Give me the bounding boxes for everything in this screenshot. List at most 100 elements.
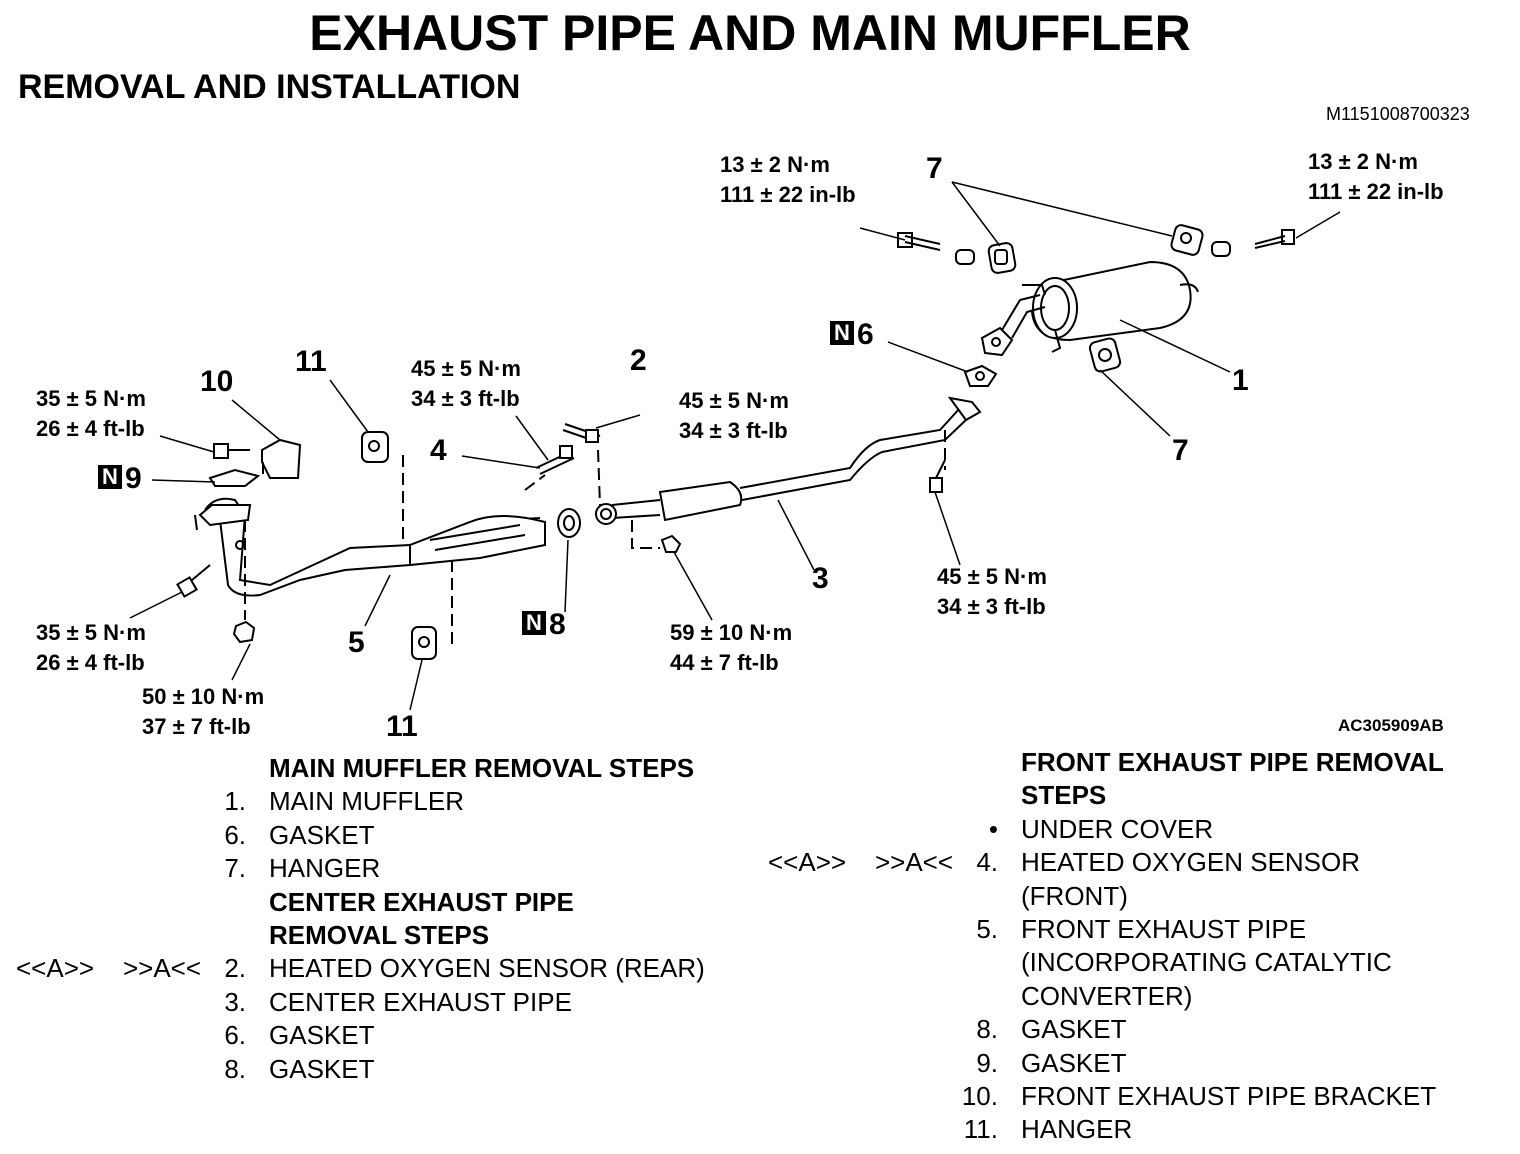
step-marker: <<A>> >>A<< bbox=[768, 847, 954, 878]
step-number: 10. bbox=[961, 1080, 998, 1111]
step-number: • bbox=[988, 813, 998, 844]
step-text: UNDER COVER bbox=[1021, 813, 1214, 844]
step-number: 3. bbox=[224, 986, 246, 1017]
step-number: 1. bbox=[224, 786, 246, 817]
callout-4: 4 bbox=[430, 434, 447, 467]
callout-5: 5 bbox=[348, 626, 365, 659]
step-text: GASKET bbox=[269, 819, 375, 850]
callout-7-top: 7 bbox=[926, 152, 943, 185]
callout-7-bottom: 7 bbox=[1172, 434, 1189, 467]
step-text: GASKET bbox=[269, 1020, 375, 1051]
callout-1: 1 bbox=[1232, 364, 1249, 397]
section-heading: FRONT EXHAUST PIPE REMOVAL bbox=[1021, 747, 1444, 777]
document-code: M1151008700323 bbox=[1326, 104, 1470, 124]
step-text: HANGER bbox=[1021, 1114, 1133, 1145]
step-text: (INCORPORATING CATALYTIC bbox=[1021, 947, 1392, 978]
list-item: 1. MAIN MUFFLER bbox=[0, 785, 760, 818]
callout-11-top: 11 bbox=[295, 345, 327, 378]
step-number: 8. bbox=[976, 1014, 998, 1045]
step-number: 9. bbox=[976, 1047, 998, 1078]
list-item: 7. HANGER bbox=[0, 852, 760, 885]
callout-10: 10 bbox=[200, 365, 234, 398]
step-text: HANGER bbox=[269, 853, 381, 884]
list-item: 11. HANGER bbox=[760, 1113, 1520, 1146]
list-item: 6. GASKET bbox=[0, 1019, 760, 1052]
new-part-mark: N bbox=[830, 321, 854, 346]
section-heading: STEPS bbox=[1021, 780, 1107, 811]
step-number: 8. bbox=[224, 1053, 246, 1084]
gasket-8 bbox=[557, 508, 581, 538]
left-steps-list: MAIN MUFFLER REMOVAL STEPS 1. MAIN MUFFLER… bbox=[0, 752, 760, 1086]
list-item: <<A>> >>A<< 4. HEATED OXYGEN SENSOR bbox=[760, 846, 1520, 879]
step-text: HEATED OXYGEN SENSOR bbox=[1021, 847, 1361, 878]
new-part-mark: N bbox=[98, 465, 122, 490]
list-item: 5. FRONT EXHAUST PIPE bbox=[760, 913, 1520, 946]
hanger-11-upper bbox=[361, 431, 389, 463]
step-text: GASKET bbox=[1021, 1014, 1127, 1045]
figure-code: AC305909AB bbox=[1338, 716, 1444, 735]
page-title: EXHAUST PIPE AND MAIN MUFFLER bbox=[309, 5, 1191, 61]
list-item: 8. GASKET bbox=[0, 1053, 760, 1086]
section-heading: REMOVAL STEPS bbox=[269, 919, 490, 950]
step-text: FRONT EXHAUST PIPE BRACKET bbox=[1021, 1080, 1437, 1111]
list-item: 8. GASKET bbox=[760, 1013, 1520, 1046]
list-item: (INCORPORATING CATALYTIC bbox=[760, 946, 1520, 979]
list-item: MAIN MUFFLER REMOVAL STEPS bbox=[0, 752, 760, 785]
page-subtitle: REMOVAL AND INSTALLATION bbox=[18, 68, 521, 106]
step-number: 2. bbox=[224, 953, 246, 984]
section-heading: MAIN MUFFLER REMOVAL STEPS bbox=[269, 753, 695, 783]
list-item: FRONT EXHAUST PIPE REMOVAL bbox=[760, 746, 1520, 779]
step-number: 6. bbox=[224, 819, 246, 850]
list-item: CENTER EXHAUST PIPE bbox=[0, 886, 760, 919]
step-number: 6. bbox=[224, 1020, 246, 1051]
step-text: MAIN MUFFLER bbox=[269, 786, 464, 817]
section-heading: CENTER EXHAUST PIPE bbox=[269, 886, 574, 917]
step-text: CENTER EXHAUST PIPE bbox=[269, 986, 572, 1017]
gasket-9 bbox=[208, 468, 261, 487]
step-text: GASKET bbox=[1021, 1047, 1127, 1078]
callout-3: 3 bbox=[812, 562, 829, 595]
hanger-11-lower bbox=[411, 626, 437, 660]
list-item: <<A>> >>A<< 2. HEATED OXYGEN SENSOR (REAR) bbox=[0, 952, 760, 985]
gasket-6 bbox=[963, 364, 998, 387]
step-text: FRONT EXHAUST PIPE bbox=[1021, 913, 1307, 944]
new-part-mark: N bbox=[522, 611, 546, 636]
callout-2: 2 bbox=[630, 344, 647, 377]
front-exhaust-pipe-drawing bbox=[194, 497, 546, 597]
step-text: GASKET bbox=[269, 1053, 375, 1084]
center-exhaust-pipe-drawing bbox=[595, 396, 982, 525]
list-item: CONVERTER) bbox=[760, 980, 1520, 1013]
step-text: CONVERTER) bbox=[1021, 980, 1193, 1011]
step-marker: <<A>> >>A<< bbox=[16, 953, 202, 984]
list-item: • UNDER COVER bbox=[760, 813, 1520, 846]
hanger-rubbers bbox=[897, 224, 1295, 373]
step-number: 5. bbox=[976, 913, 998, 944]
callout-11-bottom: 11 bbox=[386, 710, 418, 743]
list-item: 9. GASKET bbox=[760, 1047, 1520, 1080]
step-text: (FRONT) bbox=[1021, 880, 1128, 911]
list-item: 3. CENTER EXHAUST PIPE bbox=[0, 986, 760, 1019]
step-number: 4. bbox=[976, 847, 998, 878]
list-item: REMOVAL STEPS bbox=[0, 919, 760, 952]
step-text: HEATED OXYGEN SENSOR (REAR) bbox=[269, 953, 705, 984]
bracket-10 bbox=[261, 438, 302, 479]
step-number: 7. bbox=[224, 853, 246, 884]
list-item: 6. GASKET bbox=[0, 819, 760, 852]
step-number: 11. bbox=[963, 1114, 998, 1145]
main-muffler-drawing bbox=[980, 260, 1199, 357]
list-item: 10. FRONT EXHAUST PIPE BRACKET bbox=[760, 1080, 1520, 1113]
